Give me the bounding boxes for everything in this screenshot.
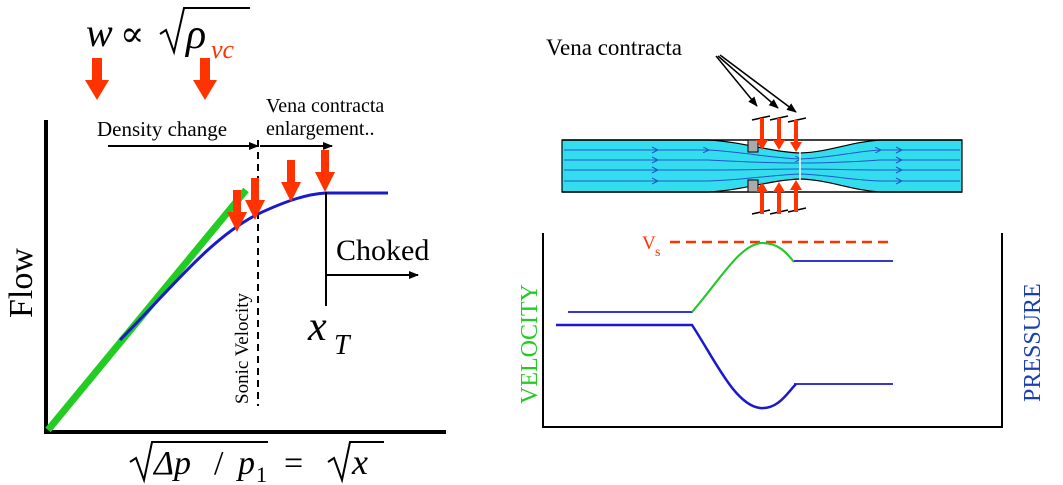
arrow-curve-2 [245, 178, 265, 220]
vs-label: V [642, 233, 656, 254]
velocity-axis-label: VELOCITY [517, 284, 543, 404]
flow-axis-label: Flow [3, 248, 40, 318]
bottom-p: p [236, 445, 255, 482]
formula-rho: ρ [184, 12, 206, 58]
pressure-arrows-bottom [756, 180, 802, 214]
orifice-plate-bottom [747, 179, 759, 193]
flow-vs-pressure-diagram: w ∝ ρ vc Density change Vena contracta e… [3, 7, 446, 485]
xt-label: x [307, 304, 327, 350]
vena-contracta-diagram: Vena contracta [517, 35, 1046, 428]
vs-subscript: s [655, 245, 660, 260]
orifice-plate-top [747, 139, 759, 153]
vena-contracta-label-line2: enlargement.. [266, 118, 374, 140]
bottom-p-subscript: 1 [256, 462, 267, 485]
formula-rho-subscript: vc [211, 35, 235, 64]
choked-label: Choked [336, 234, 429, 267]
arrow-curve-3 [281, 160, 301, 202]
formula-w: w [86, 10, 113, 55]
arrow-curve-4 [315, 150, 335, 192]
velocity-curve-rising [691, 241, 795, 313]
pressure-axis-label: PRESSURE [1020, 283, 1046, 402]
pressure-arrows-top [756, 118, 802, 152]
vena-contracta-label-line1: Vena contracta [266, 95, 384, 117]
vc-pointer-1 [715, 55, 758, 107]
xt-subscript: T [334, 330, 352, 361]
velocity-curve [568, 242, 795, 313]
arrow-down-w [85, 58, 109, 100]
top-formula: w ∝ ρ vc [86, 7, 250, 64]
formula-propto: ∝ [120, 14, 144, 54]
bottom-delta-p: Δp [152, 445, 191, 482]
vc-pointer-3 [719, 54, 797, 113]
bottom-x: x [351, 442, 368, 482]
bottom-formula: Δp / p 1 = x [129, 441, 384, 485]
density-change-label: Density change [97, 117, 227, 141]
vena-contracta-title: Vena contracta [546, 35, 682, 60]
bottom-slash: / [214, 445, 224, 482]
sonic-velocity-label: Sonic Velocity [232, 292, 253, 404]
pressure-curve [556, 323, 797, 410]
bottom-equals: = [284, 445, 303, 482]
bottom-root-sign-2 [327, 441, 384, 484]
flow-curve [118, 191, 388, 342]
bottom-root-sign-1 [129, 441, 268, 484]
vc-pointer-2 [717, 55, 779, 109]
arrow-curve-1 [227, 190, 247, 232]
arrow-down-rho [193, 58, 217, 100]
formula-root-sign [159, 7, 250, 56]
